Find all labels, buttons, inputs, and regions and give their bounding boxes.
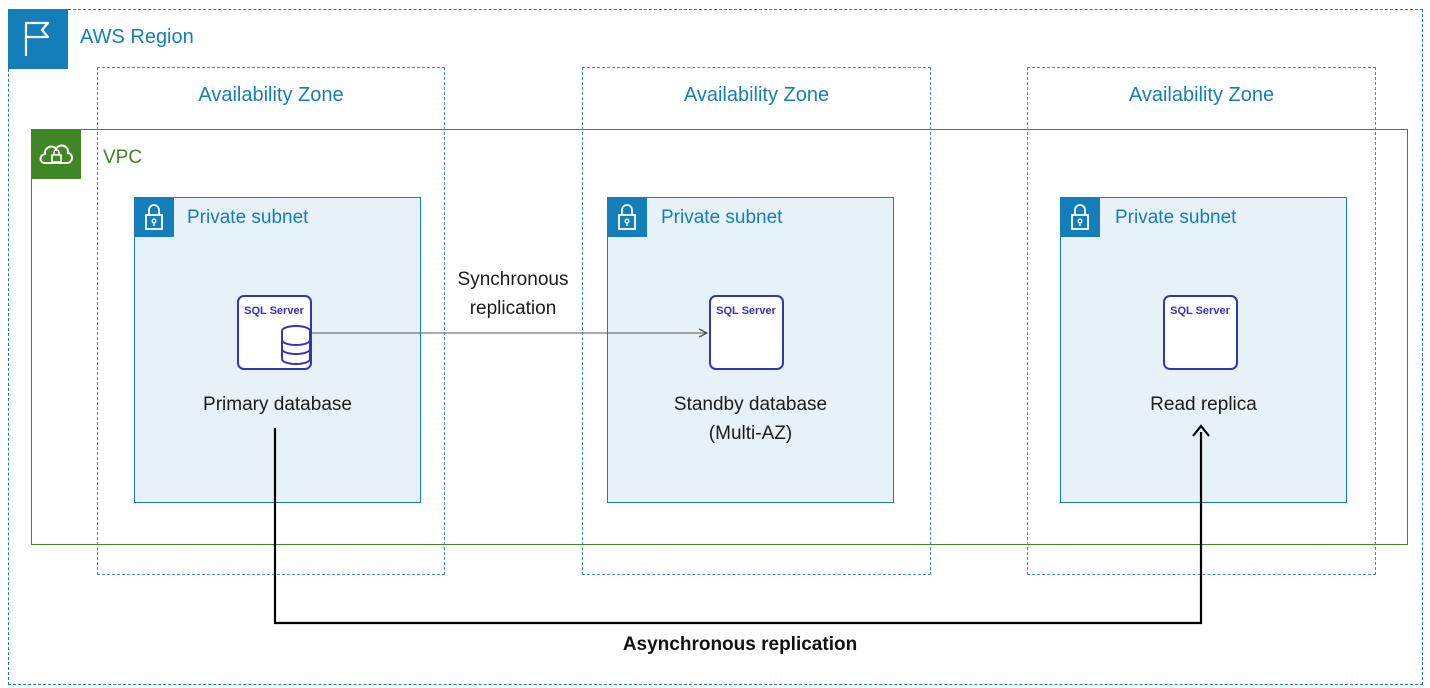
read-replica-label: Read replica [1150,394,1257,415]
vpc-group [31,129,1408,545]
lock-icon [1060,197,1100,237]
database-cylinder-icon [281,325,311,365]
availability-zone-label: Availability Zone [683,84,830,106]
sync-replication-label-line1: Synchronous [457,269,569,290]
sync-replication-label-line2: replication [469,298,557,319]
sql-server-engine-label: SQL Server [244,305,304,317]
availability-zone-label: Availability Zone [1128,84,1275,106]
flag-icon [8,9,68,69]
lock-icon [134,197,174,237]
vpc-label: VPC [103,147,143,168]
async-replication-label: Asynchronous replication [622,634,858,655]
availability-zone-2 [582,67,931,575]
aws-region-label: AWS Region [80,26,194,48]
standby-database-sublabel: (Multi-AZ) [708,423,793,444]
private-subnet-label: Private subnet [187,207,309,228]
async-arrowhead [1192,424,1210,437]
private-subnet-1 [134,197,421,503]
sql-server-engine-label: SQL Server [716,305,776,317]
sql-server-database-icon [709,295,784,370]
sql-server-engine-label: SQL Server [1170,305,1230,317]
cloud-lock-icon [31,129,81,179]
availability-zone-label: Availability Zone [198,84,344,106]
lock-icon [607,197,647,237]
primary-database-label: Primary database [203,394,352,415]
sql-server-database-icon [1163,295,1238,370]
private-subnet-label: Private subnet [1115,207,1237,228]
private-subnet-label: Private subnet [661,207,783,228]
standby-database-label: Standby database [673,394,828,415]
aws-region-group [8,9,1423,685]
availability-zone-1 [97,67,445,575]
async-replication-arrow [273,428,1203,625]
